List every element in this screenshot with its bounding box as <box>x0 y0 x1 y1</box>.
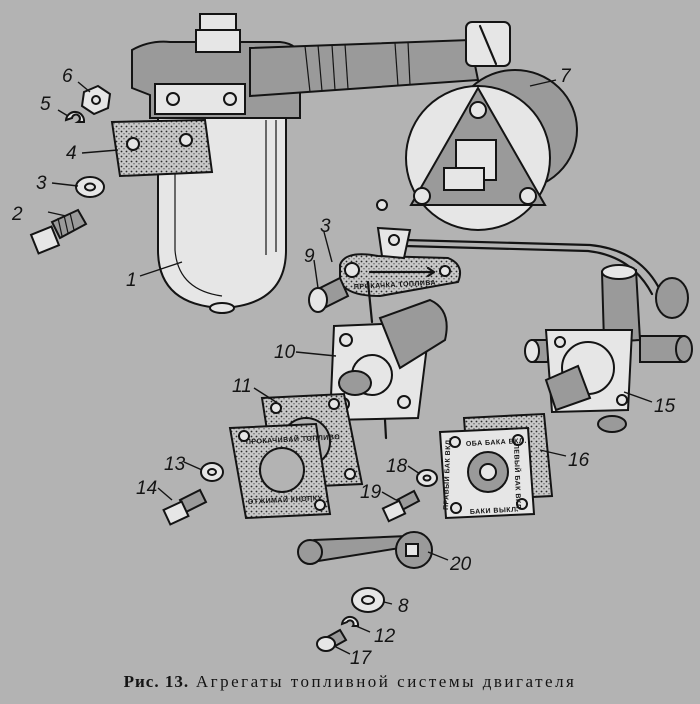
label-13: 13 <box>164 454 186 475</box>
caption-prefix: Рис. 13. <box>123 672 190 691</box>
label-11: 11 <box>232 376 252 397</box>
valve-plate-top-text: ОБА БАКА ВКЛ. <box>466 438 527 448</box>
bolt-19 <box>381 489 421 523</box>
label-17: 17 <box>350 648 373 669</box>
fuel-tap-body <box>524 264 693 433</box>
washer-8 <box>351 587 385 613</box>
callout-labels: 1 2 3 3 4 5 6 7 8 9 10 11 12 13 14 15 16… <box>11 66 676 669</box>
label-8: 8 <box>398 596 409 617</box>
spring-washer-5 <box>64 111 86 123</box>
label-6: 6 <box>62 66 73 87</box>
bolt-9 <box>308 276 350 313</box>
label-3-lever: 3 <box>320 216 331 237</box>
label-15: 15 <box>654 396 676 417</box>
priming-lever <box>339 199 461 324</box>
spring-washer-12 <box>340 615 360 627</box>
label-1: 1 <box>126 270 137 291</box>
bracket <box>110 118 214 178</box>
primer-pump-body <box>328 298 448 440</box>
label-2: 2 <box>11 204 23 225</box>
washer-3-left <box>75 176 105 198</box>
fuel-filter-bowl <box>131 13 480 314</box>
tap-selector-plate <box>438 412 554 520</box>
parts-drawing: 1 2 3 3 4 5 6 7 8 9 10 11 12 13 14 15 16… <box>11 13 693 669</box>
fuel-pump <box>405 21 578 231</box>
washer-18 <box>416 469 438 487</box>
label-5: 5 <box>40 94 51 115</box>
valve-plate-bottom-text: БАКИ ВЫКЛ. <box>470 506 519 516</box>
label-12: 12 <box>374 626 396 647</box>
label-18: 18 <box>386 456 408 477</box>
lever-plate-text: ПРОКАЧКА ТОПЛИВА <box>354 280 437 291</box>
valve-plate-left-text: ПРАВЫЙ БАК ВКЛ. <box>441 437 453 510</box>
label-16: 16 <box>568 450 590 471</box>
label-10: 10 <box>274 342 296 363</box>
label-3-left: 3 <box>36 173 47 194</box>
label-7: 7 <box>560 66 572 87</box>
valve-plate-right-text: ЛЕВЫЙ БАК ВКЛ. <box>512 444 523 512</box>
label-4: 4 <box>66 143 77 164</box>
label-19: 19 <box>360 482 382 503</box>
label-20: 20 <box>449 554 472 575</box>
screw-17 <box>316 628 348 652</box>
caption-text: Агрегаты топливной системы двигателя <box>195 672 577 691</box>
bolt-2 <box>29 208 88 255</box>
instruction-plate <box>228 422 332 520</box>
tap-handle <box>297 531 433 569</box>
bolt-14 <box>162 488 208 526</box>
leader-lines <box>47 79 653 655</box>
fuel-pipe-15 <box>403 238 689 319</box>
washer-13 <box>200 462 224 482</box>
label-14: 14 <box>136 478 157 499</box>
label-9: 9 <box>304 246 315 267</box>
figure-caption: Рис. 13. Агрегаты топливной системы двиг… <box>0 672 700 692</box>
nut-6 <box>80 84 112 116</box>
